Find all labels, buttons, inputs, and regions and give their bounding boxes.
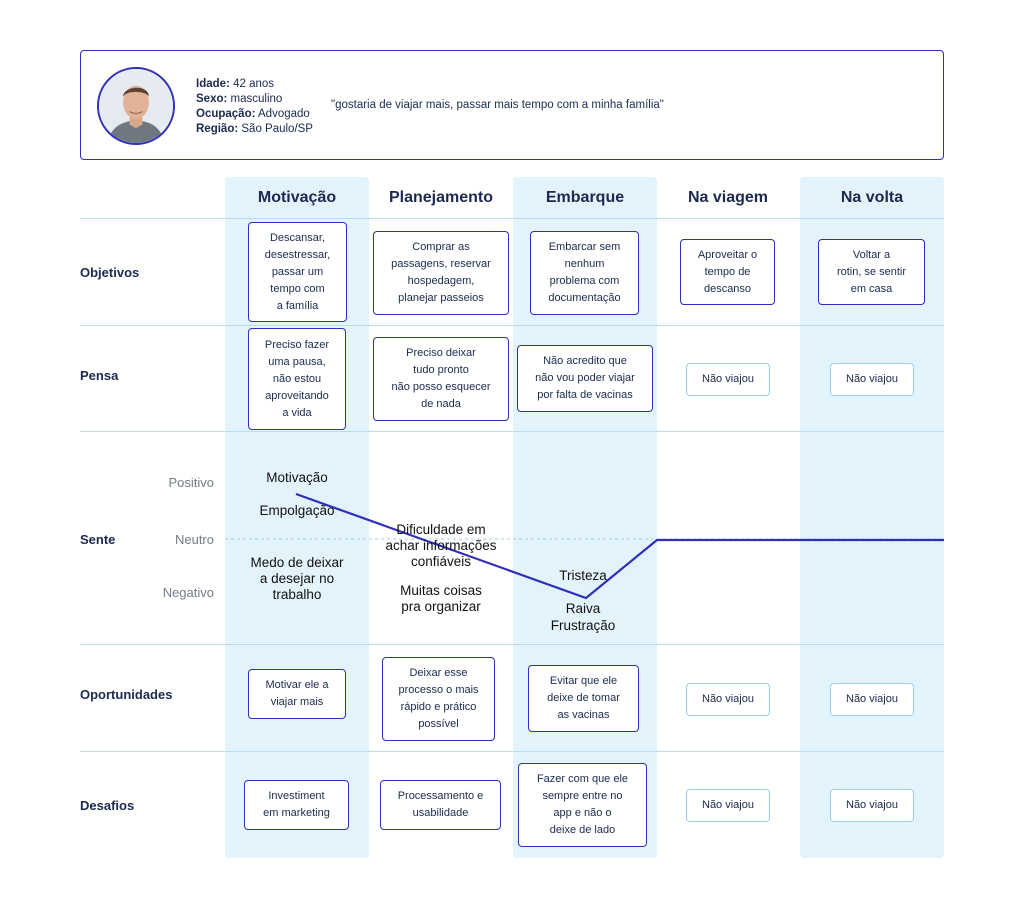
stage-header-na-viagem: Na viagem: [687, 189, 769, 206]
oportunidade-card-motivacao: Motivar ele a viajar mais: [248, 669, 346, 719]
job-label: Ocupação:: [196, 108, 256, 120]
emotion-empolgacao: Empolgação: [259, 503, 335, 518]
desafio-card-na-viagem: Não viajou: [686, 789, 770, 822]
region-value: São Paulo/SP: [241, 123, 313, 135]
emotion-raiva: Raiva Frustração: [550, 601, 616, 633]
emotion-motivacao: Motivação: [266, 470, 328, 485]
pensa-card-na-viagem: Não viajou: [686, 363, 770, 396]
desafio-card-planejamento: Processamento e usabilidade: [380, 780, 501, 830]
sex-label: Sexo:: [196, 93, 228, 105]
scale-neutral: Neutro: [174, 532, 214, 547]
divider: [80, 325, 944, 326]
person-photo-icon: [99, 69, 173, 143]
objetivo-card-embarque: Embarcar sem nenhum problema com documen…: [530, 231, 639, 315]
row-label-desafios: Desafios: [80, 798, 135, 813]
persona-facts: Idade: 42 anos Sexo: masculino Ocupação:…: [196, 77, 313, 137]
divider: [80, 218, 944, 219]
emotion-medo: Medo de deixar a desejar no trabalho: [250, 555, 344, 602]
oportunidade-card-embarque: Evitar que ele deixe de tomar as vacinas: [528, 665, 639, 732]
desafio-card-na-volta: Não viajou: [830, 789, 914, 822]
oportunidade-card-planejamento: Deixar esse processo o mais rápido e prá…: [382, 657, 495, 741]
pensa-card-na-volta: Não viajou: [830, 363, 914, 396]
scale-positive: Positivo: [168, 475, 214, 490]
pensa-card-motivacao: Preciso fazer uma pausa, não estou aprov…: [248, 328, 346, 430]
persona-quote: "gostaria de viajar mais, passar mais te…: [331, 99, 664, 111]
desafio-card-embarque: Fazer com que ele sempre entre no app e …: [518, 763, 647, 847]
age-value: 42 anos: [233, 78, 275, 90]
stage-header-planejamento: Planejamento: [388, 189, 494, 206]
persona-card: Idade: 42 anos Sexo: masculino Ocupação:…: [80, 50, 944, 160]
scale-negative: Negativo: [162, 585, 214, 600]
oportunidade-card-na-volta: Não viajou: [830, 683, 914, 716]
row-label-oportunidades: Oportunidades: [80, 687, 173, 702]
job-value: Advogado: [258, 108, 310, 120]
divider: [80, 644, 944, 645]
oportunidade-card-na-viagem: Não viajou: [686, 683, 770, 716]
objetivo-card-motivacao: Descansar, desestressar, passar um tempo…: [248, 222, 347, 322]
pensa-card-planejamento: Preciso deixar tudo pronto não posso esq…: [373, 337, 509, 421]
desafio-card-motivacao: Investiment em marketing: [244, 780, 349, 830]
stage-header-na-volta: Na volta: [840, 189, 904, 206]
stage-header-motivacao: Motivação: [257, 189, 337, 206]
divider: [80, 751, 944, 752]
emotion-tristeza: Tristeza: [559, 568, 607, 583]
sex-value: masculino: [230, 93, 283, 105]
divider: [80, 431, 944, 432]
pensa-card-embarque: Não acredito que não vou poder viajar po…: [517, 345, 653, 412]
avatar: [97, 67, 175, 145]
age-label: Idade:: [196, 78, 230, 90]
row-label-sente: Sente: [80, 532, 116, 547]
objetivo-card-na-volta: Voltar a rotin, se sentir em casa: [818, 239, 925, 305]
objetivo-card-na-viagem: Aproveitar o tempo de descanso: [680, 239, 775, 305]
region-label: Região:: [196, 123, 239, 135]
objetivo-card-planejamento: Comprar as passagens, reservar hospedage…: [373, 231, 509, 315]
emotion-muitas-coisas: Muitas coisas pra organizar: [400, 583, 482, 614]
row-label-objetivos: Objetivos: [80, 265, 140, 280]
row-label-pensa: Pensa: [80, 368, 119, 383]
emotion-dificuldade: Dificuldade em achar informações confiáv…: [385, 522, 497, 569]
stage-header-embarque: Embarque: [545, 189, 625, 206]
